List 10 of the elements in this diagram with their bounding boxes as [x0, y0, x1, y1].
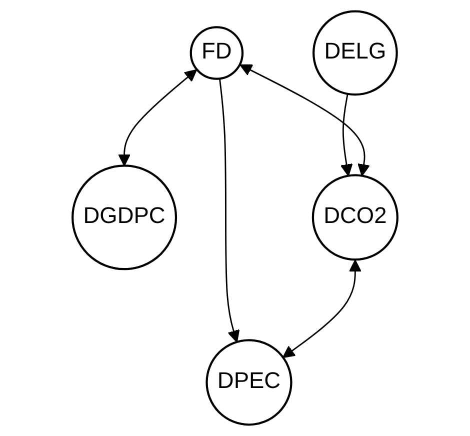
arrow [219, 78, 240, 342]
arrow [240, 64, 370, 176]
arrow [340, 94, 353, 176]
node-circle: FD [190, 26, 244, 80]
arrow [282, 260, 362, 358]
node-circle: DPEC [206, 339, 292, 426]
node-circle: DCO2 [312, 174, 398, 261]
node-circle: DGDPC [72, 164, 178, 270]
node-circle: DELG [312, 10, 398, 96]
arrow [118, 69, 198, 166]
